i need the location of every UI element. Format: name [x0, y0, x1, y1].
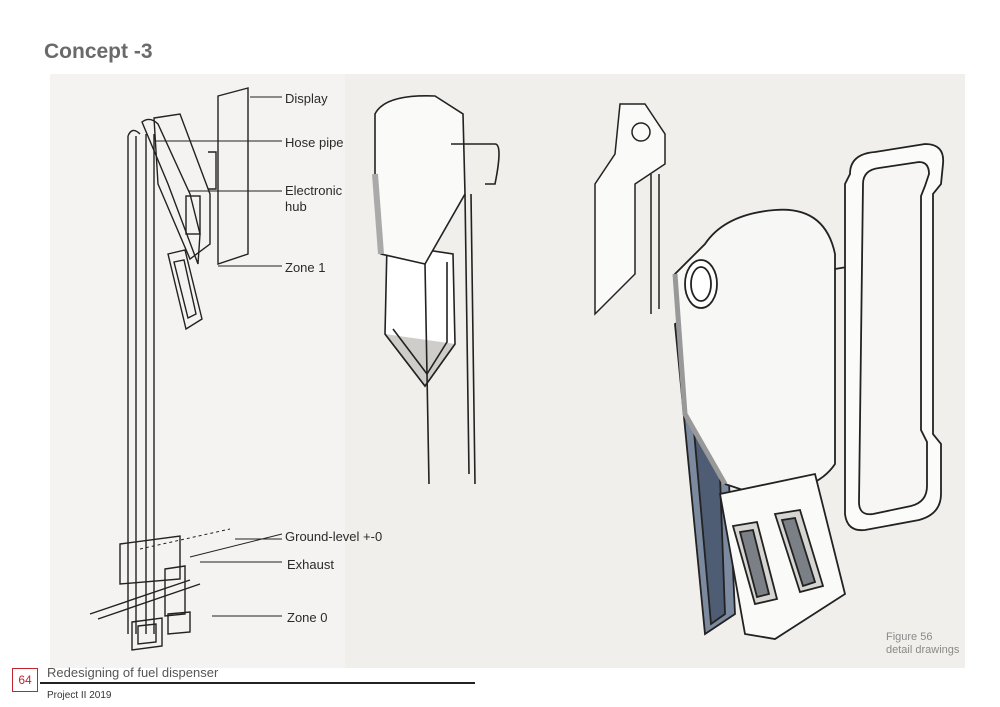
marker-render-sketch — [372, 95, 945, 640]
footer-divider — [40, 682, 475, 684]
technical-sketch-panel — [50, 74, 345, 668]
callout-ground-level: Ground-level +-0 — [285, 529, 383, 544]
callout-exhaust: Exhaust — [287, 557, 334, 572]
callout-zone1: Zone 1 — [285, 260, 326, 275]
callout-electronic-hub: Electronic hub — [285, 183, 343, 214]
project-label: Project II 2019 — [47, 690, 112, 701]
callout-display: Display — [285, 91, 328, 106]
page-number: 64 — [12, 668, 38, 692]
figure-caption-number: Figure 56 — [886, 631, 933, 643]
callout-zone0: Zone 0 — [287, 610, 328, 625]
document-title: Redesigning of fuel dispenser — [47, 665, 219, 680]
page-title: Concept -3 — [44, 40, 153, 63]
figure-caption: Figure 56 detail drawings — [886, 631, 959, 657]
figure-caption-text: detail drawings — [886, 644, 960, 656]
technical-sketch — [89, 87, 283, 651]
marker-render-panel — [345, 74, 965, 668]
callout-hose-pipe: Hose pipe — [285, 135, 344, 150]
